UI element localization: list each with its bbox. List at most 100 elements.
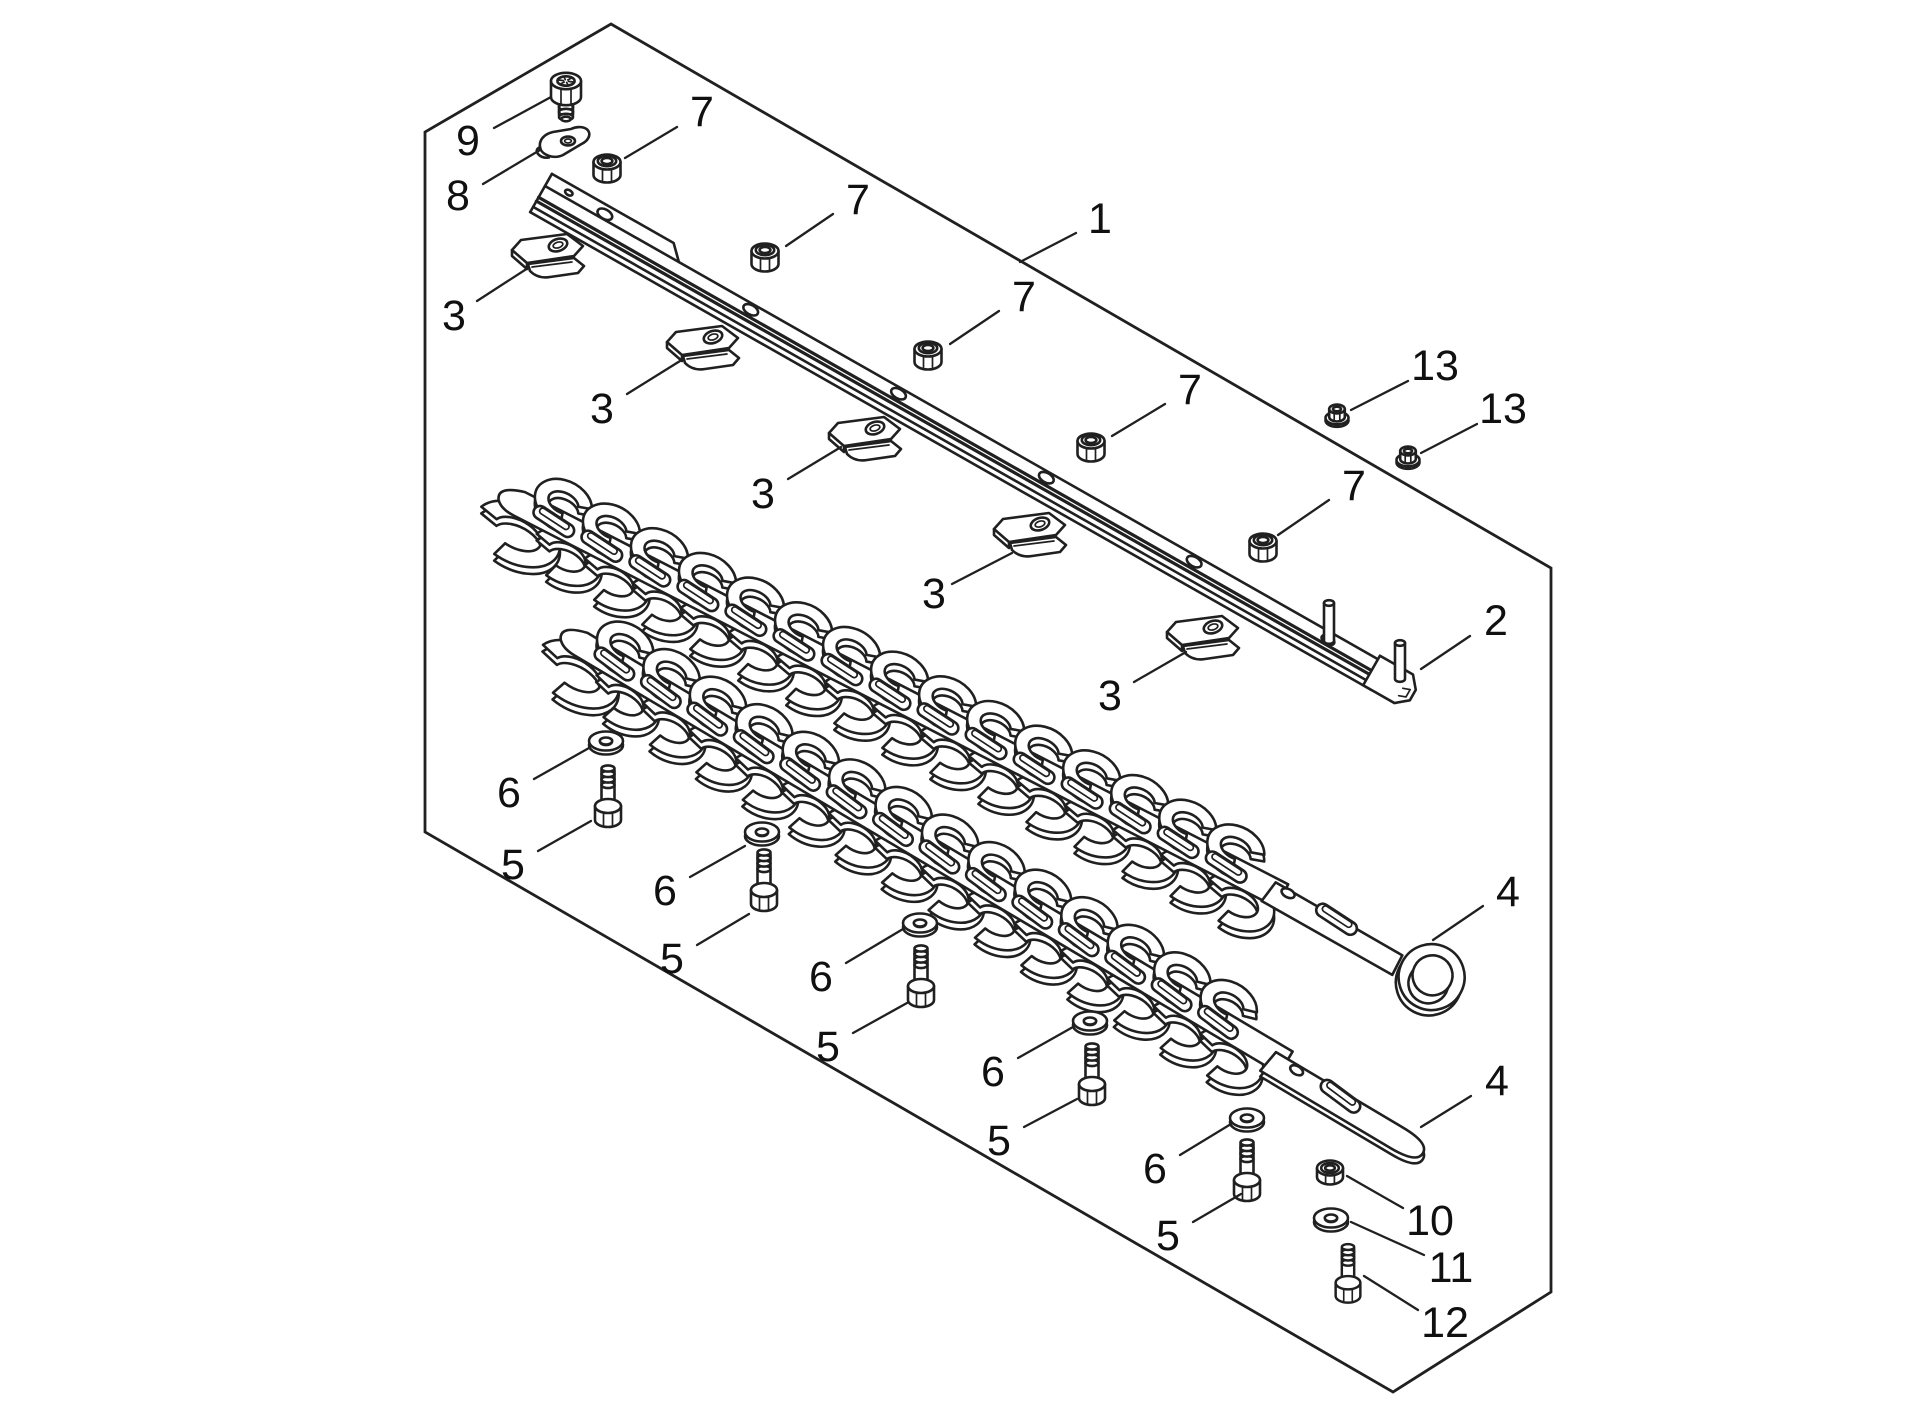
callout-part-3: 3 xyxy=(590,359,682,433)
leader-line xyxy=(1419,1094,1473,1129)
washer xyxy=(1071,1010,1109,1036)
blade-slot xyxy=(1204,850,1248,884)
bolt-head-top xyxy=(906,977,936,995)
blade-clips xyxy=(510,232,1241,661)
rail-hole xyxy=(1037,470,1055,485)
blade-slot xyxy=(964,866,1007,903)
blade-slot xyxy=(532,504,576,539)
blade-hole xyxy=(1280,887,1296,900)
rail-bottom-edge xyxy=(531,205,1385,692)
cutter-blade-lower xyxy=(541,620,1426,1165)
nut-hole xyxy=(1084,435,1098,445)
leader-line xyxy=(1362,1274,1420,1312)
part-number-label: 1 xyxy=(1088,195,1112,243)
blade-bolt xyxy=(1232,1138,1262,1203)
washer xyxy=(587,730,625,756)
rail-mount-plate xyxy=(550,172,681,264)
callout-part-4: 4 xyxy=(1419,1057,1509,1129)
blade-boss xyxy=(1411,954,1454,997)
part-number-label: 13 xyxy=(1411,342,1459,390)
blade-slot xyxy=(1104,949,1147,985)
callout-part-1: 1 xyxy=(1018,195,1112,264)
part-number-label: 13 xyxy=(1479,385,1527,433)
rail-front-edge xyxy=(528,210,1374,692)
clip-hole xyxy=(1202,619,1224,635)
blade-slot xyxy=(868,677,912,712)
part-number-label: 4 xyxy=(1496,868,1520,916)
leader-line xyxy=(475,266,530,303)
leader-line xyxy=(481,148,542,186)
part-number-label: 7 xyxy=(1178,366,1202,414)
blade-bolt xyxy=(749,848,779,913)
part-number-label: 10 xyxy=(1406,1197,1454,1245)
callout-part-6: 6 xyxy=(981,1025,1075,1096)
part-number-label: 6 xyxy=(653,867,677,915)
callout-part-7: 7 xyxy=(948,273,1036,346)
blade-slot xyxy=(1057,922,1100,958)
clip-hole xyxy=(547,237,569,253)
leader-line xyxy=(536,819,593,853)
blade-slot xyxy=(676,578,720,613)
blade-bolt xyxy=(593,764,623,829)
nut-hole xyxy=(1331,405,1343,413)
callout-part-9: 9 xyxy=(456,95,553,165)
callout-part-12: 12 xyxy=(1362,1274,1469,1347)
washer-hole xyxy=(754,827,770,837)
bolt-head-top xyxy=(1334,1274,1362,1291)
rail-stud-pin xyxy=(1393,638,1407,684)
blade-slot xyxy=(580,529,624,563)
rail-channel-line xyxy=(534,199,1395,690)
lock-nuts xyxy=(592,153,1421,563)
callout-part-11: 11 xyxy=(1349,1220,1474,1292)
blade-slot xyxy=(871,811,915,848)
clip xyxy=(827,415,903,462)
rail-top-edge xyxy=(543,184,1408,677)
blade-slot xyxy=(1197,1004,1240,1041)
clip xyxy=(992,511,1068,558)
blade-slot xyxy=(686,701,729,737)
callout-part-4: 4 xyxy=(1431,868,1520,942)
callout-part-7: 7 xyxy=(1276,462,1366,537)
rail-end-cap xyxy=(1361,654,1418,705)
callout-part-5: 5 xyxy=(660,912,751,983)
leader-line xyxy=(1419,422,1479,455)
part-number-label: 7 xyxy=(846,176,870,224)
clip-hole xyxy=(864,420,886,436)
blade-slot xyxy=(1150,977,1193,1013)
bolt-head-top xyxy=(593,797,623,815)
callout-part-6: 6 xyxy=(1143,1122,1233,1193)
blade-slot xyxy=(916,702,960,736)
eyelet-tab xyxy=(535,125,591,160)
nut-hole xyxy=(1256,535,1270,545)
washer-small xyxy=(1312,1207,1350,1233)
leader-line xyxy=(784,212,835,248)
blade-slot xyxy=(1108,800,1152,835)
part-number-label: 11 xyxy=(1429,1244,1474,1292)
blade-slot xyxy=(639,673,682,710)
rail-hole xyxy=(563,188,574,197)
blade-slot xyxy=(779,756,822,792)
fasteners xyxy=(535,71,1362,1304)
leader-line xyxy=(1349,1220,1426,1257)
callout-part-5: 5 xyxy=(987,1097,1079,1165)
cap-screw xyxy=(1334,1242,1362,1304)
blade-hole xyxy=(1288,1063,1305,1077)
leader-line xyxy=(1178,1122,1233,1157)
blade-slot xyxy=(918,839,961,875)
callout-part-7: 7 xyxy=(1110,366,1202,438)
part-number-label: 5 xyxy=(816,1023,840,1071)
blade-slot xyxy=(820,652,864,687)
callout-part-3: 3 xyxy=(1098,650,1188,720)
part-number-label: 7 xyxy=(1342,462,1366,510)
lock-nut xyxy=(1248,532,1278,563)
lock-nut xyxy=(913,340,943,371)
leader-line xyxy=(1419,634,1472,671)
thread-rib xyxy=(600,764,616,773)
callout-part-2: 2 xyxy=(1419,597,1508,671)
leader-line xyxy=(1110,402,1167,438)
washer xyxy=(743,821,781,847)
callout-part-8: 8 xyxy=(446,148,542,220)
washer xyxy=(901,912,939,938)
